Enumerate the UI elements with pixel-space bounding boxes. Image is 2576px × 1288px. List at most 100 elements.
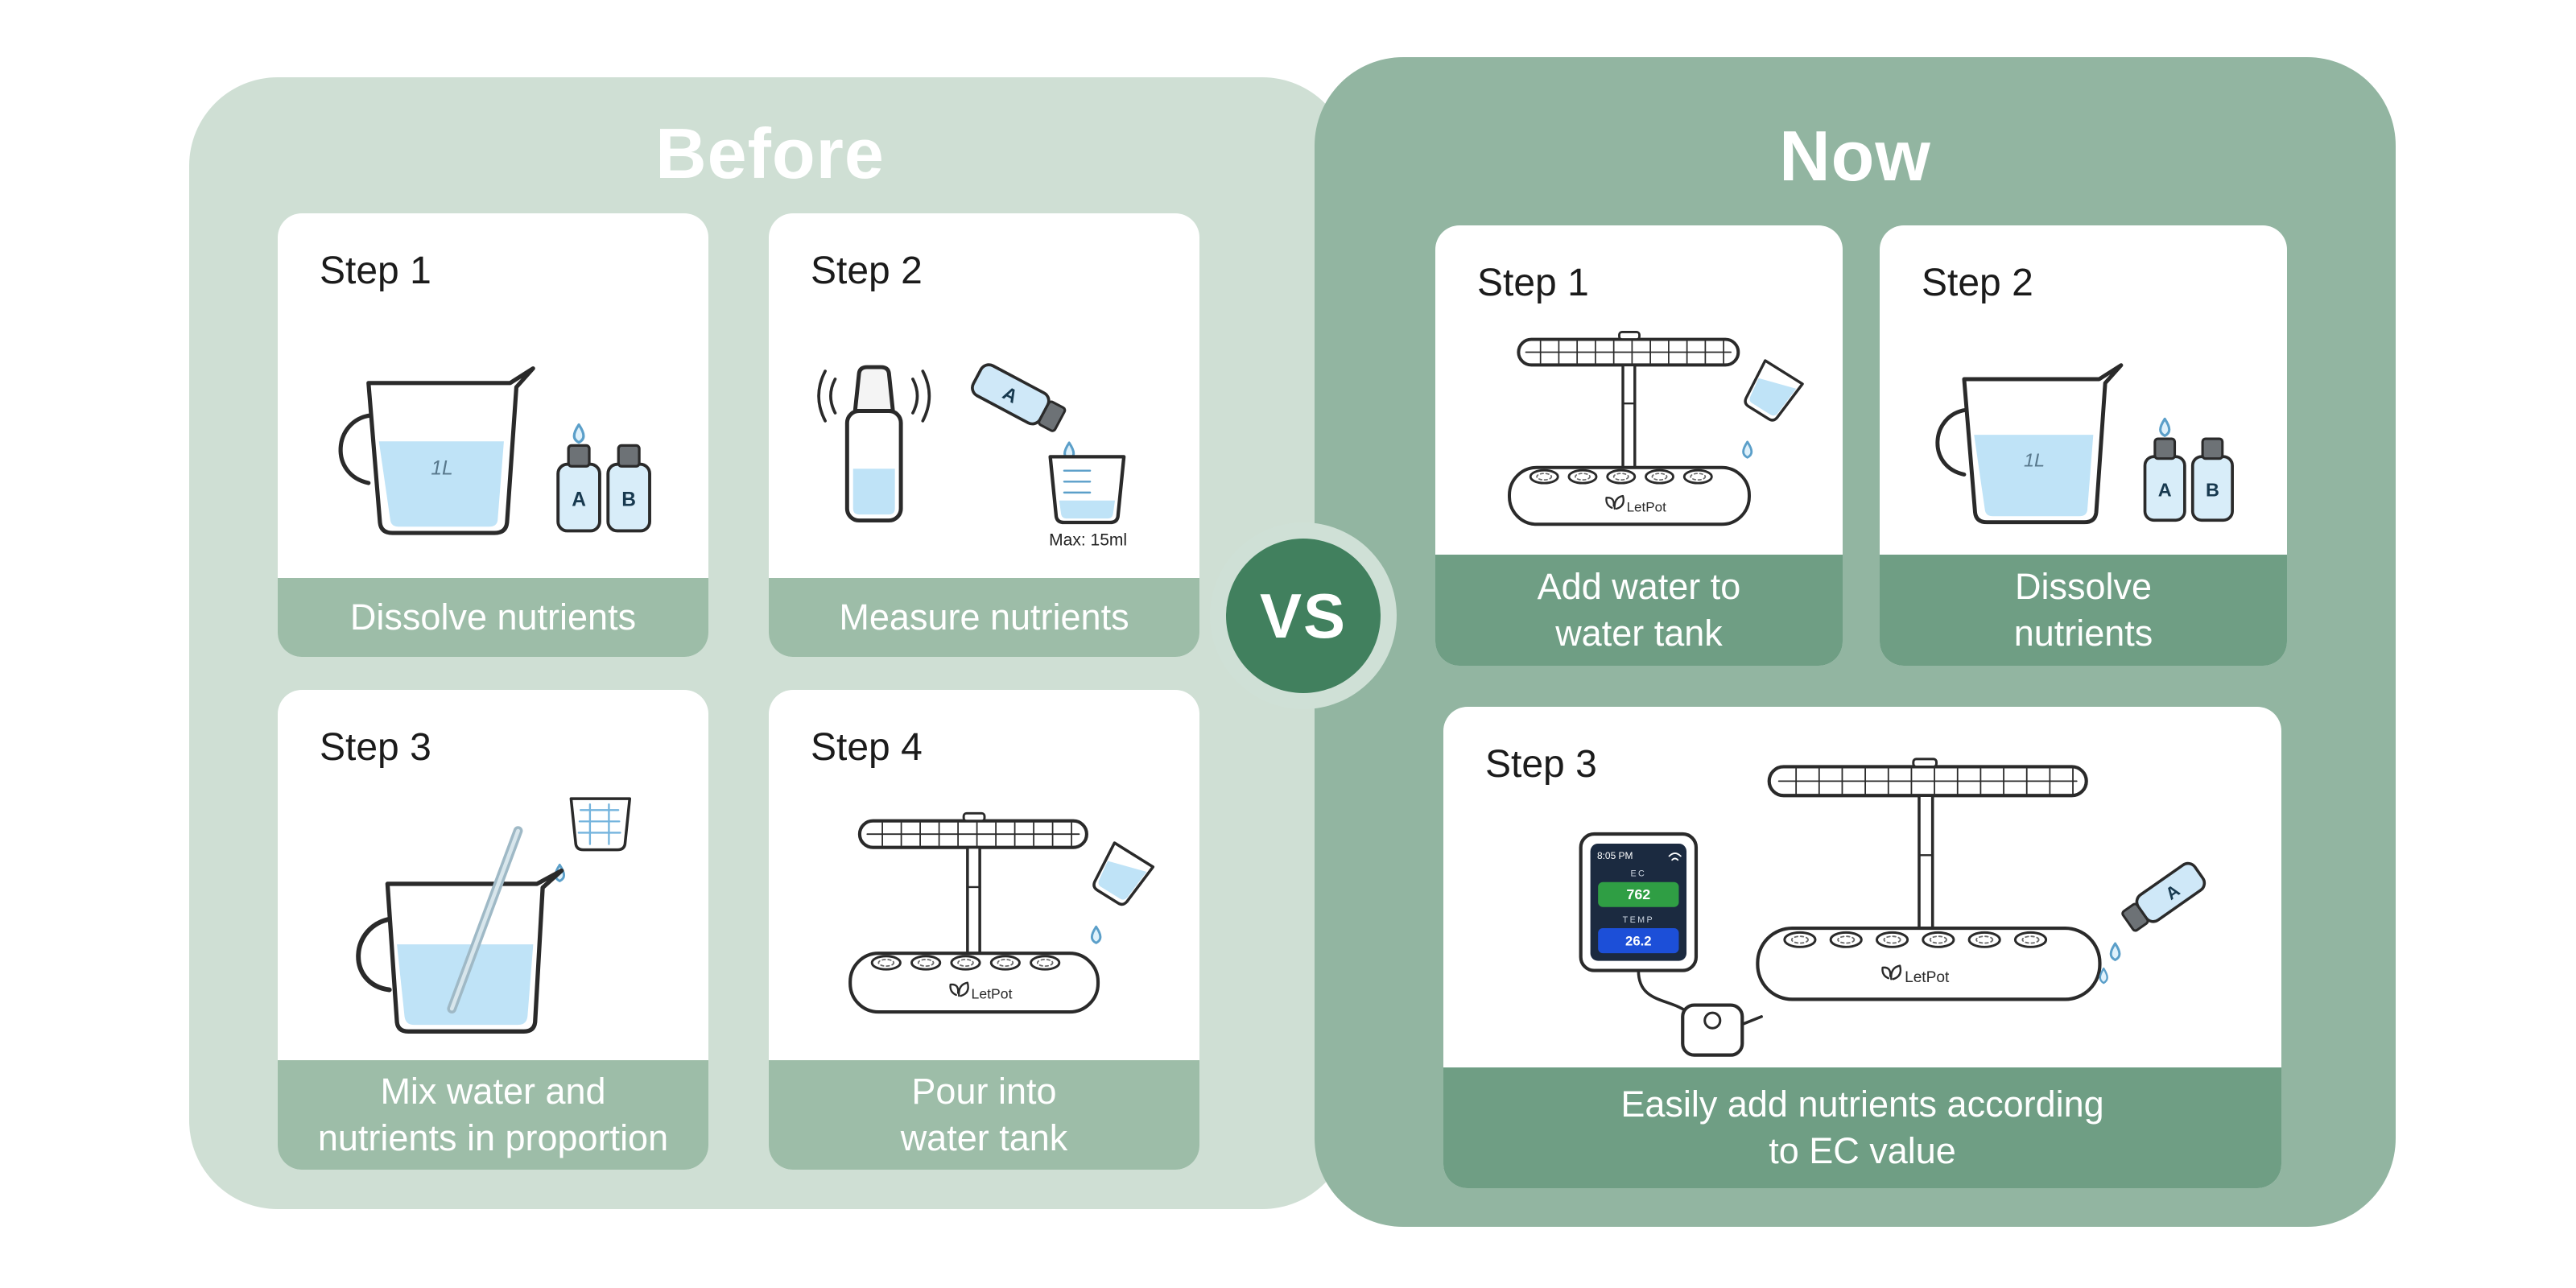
- now-step-1-card: Step 1: [1435, 225, 1843, 666]
- step-caption: Mix water and nutrients in proportion: [278, 1060, 708, 1170]
- brand-text: LetPot: [1626, 499, 1666, 514]
- controller: 8:05 PM EC 762 TEMP 26.2: [1579, 832, 1698, 972]
- dissolve-nutrients-illustration: 1L A B: [286, 300, 700, 576]
- pouring-cup: [1092, 840, 1154, 906]
- controller-cable: [1637, 968, 1692, 1017]
- now-step-3-card: Step 3: [1443, 707, 2281, 1188]
- svg-text:B: B: [2206, 479, 2219, 500]
- brand-mark: LetPot: [948, 980, 1012, 1001]
- measuring-cup: [1047, 455, 1125, 525]
- cup-scale-marks: [577, 803, 621, 845]
- jug-volume-label: 1L: [431, 457, 452, 479]
- svg-text:A: A: [2158, 479, 2172, 500]
- ec-value: 762: [1626, 886, 1650, 902]
- device-with-controller-icon: LetPot 8:05 PM EC 762 TEMP: [1579, 758, 2206, 1057]
- vs-badge: VS: [1210, 522, 1397, 709]
- before-step-4-card: Step 4: [769, 690, 1199, 1170]
- measure-nutrients-illustration: A Max: 15ml: [777, 300, 1191, 576]
- mix-water-illustration: [286, 774, 700, 1059]
- step-caption: Dissolve nutrients: [278, 578, 708, 657]
- bottle-a: A: [555, 444, 601, 532]
- max-volume-note: Max: 15ml: [1049, 530, 1127, 549]
- svg-text:A: A: [572, 489, 586, 510]
- jug-handle: [355, 916, 394, 993]
- grow-light: [1516, 330, 1740, 366]
- droplet-icon: [1741, 440, 1752, 459]
- add-water-illustration: LetPot: [1443, 311, 1835, 553]
- screen-time: 8:05 PM: [1596, 850, 1632, 861]
- shake-lines-right: [910, 369, 931, 423]
- step-caption: Measure nutrients: [769, 578, 1199, 657]
- shake-lines-left: [816, 369, 836, 423]
- droplet-icon-2: [2099, 967, 2108, 985]
- cup-scale-marks: [1063, 469, 1091, 494]
- step-label: Step 3: [320, 726, 431, 769]
- before-step-2-card: Step 2 A: [769, 213, 1199, 657]
- water-tank: LetPot: [1507, 465, 1751, 526]
- now-step-2-card: Step 2 1L A B: [1880, 225, 2287, 666]
- support-pole: [1620, 363, 1637, 471]
- measuring-cup: [569, 797, 631, 852]
- brand-mark: LetPot: [1880, 964, 1950, 986]
- svg-text:B: B: [621, 489, 636, 510]
- now-title: Now: [1779, 116, 1931, 196]
- jug-and-bottles-icon: 1L A B: [338, 365, 651, 535]
- step-label: Step 3: [1485, 743, 1597, 786]
- step-label: Step 1: [1477, 262, 1589, 304]
- water-tank: LetPot: [1755, 926, 2102, 1001]
- support-pole: [965, 845, 981, 956]
- step-caption: Dissolve nutrients: [1880, 555, 2287, 666]
- vs-label: VS: [1259, 580, 1348, 651]
- step-caption: Pour into water tank: [769, 1060, 1199, 1170]
- shake-and-measure-icon: A Max: 15ml: [816, 363, 1127, 549]
- pod-holes: [1529, 469, 1713, 485]
- grow-light: [1767, 758, 2088, 798]
- bottle-b: B: [605, 444, 651, 532]
- leaf-icon: [1880, 964, 1901, 980]
- ec-value-box: [1597, 881, 1678, 907]
- temp-value-box: [1597, 928, 1678, 954]
- before-step-3-card: Step 3 Mix water and nutrients in propor: [278, 690, 708, 1170]
- temp-value: 26.2: [1625, 934, 1652, 949]
- pod-holes: [1782, 931, 2047, 948]
- before-step-1-card: Step 1 1L A B: [278, 213, 708, 657]
- brand-mark: LetPot: [1604, 494, 1666, 514]
- pod-holes: [870, 954, 1060, 971]
- step-label: Step 2: [811, 250, 923, 292]
- ec-label: EC: [1630, 869, 1646, 879]
- vs-circle: VS: [1226, 539, 1381, 693]
- pour-into-tank-illustration: LetPot: [777, 774, 1191, 1059]
- droplet-icon: [1090, 925, 1101, 944]
- step-label: Step 4: [811, 726, 923, 769]
- jug-and-bottles-icon: 1L A B: [1935, 362, 2234, 524]
- pod-hole-caps: [1535, 472, 1706, 481]
- nutrient-bottle-a: A: [2120, 861, 2206, 932]
- water-tank: LetPot: [848, 951, 1100, 1013]
- step-caption: Add water to water tank: [1435, 555, 1843, 666]
- temp-label: TEMP: [1622, 915, 1653, 925]
- step-label: Step 2: [1922, 262, 2033, 304]
- hydroponic-device-icon: LetPot: [1507, 330, 1804, 526]
- jug-handle: [1935, 407, 1968, 477]
- bottle-b: B: [2190, 436, 2234, 522]
- before-panel: Before Step 1 1L A: [189, 77, 1351, 1209]
- stir-rod-highlight: [449, 828, 520, 1011]
- wifi-icon: [1668, 852, 1682, 861]
- pod-hole-caps: [877, 958, 1053, 967]
- step-caption: Easily add nutrients according to EC val…: [1443, 1067, 2281, 1188]
- jug-volume-label: 1L: [2024, 449, 2045, 470]
- dosing-pump: [1680, 1003, 1763, 1057]
- bottle-a: A: [2143, 436, 2186, 522]
- jug-water: [1974, 434, 2094, 516]
- now-panel: Now Step 1: [1315, 57, 2396, 1227]
- brand-text: LetPot: [1905, 969, 1950, 986]
- droplet-icon: [572, 423, 585, 444]
- dissolve-nutrients-illustration: 1L A B: [1888, 311, 2279, 553]
- pod-hole-caps: [1790, 935, 2040, 944]
- brand-text: LetPot: [971, 985, 1012, 1001]
- droplet-icon: [2159, 417, 2171, 437]
- ec-dosing-illustration: LetPot 8:05 PM EC 762 TEMP: [1516, 736, 2252, 1066]
- droplet-icon: [2109, 942, 2120, 961]
- pouring-cup: [1743, 358, 1804, 422]
- shaking-bottle: [816, 365, 931, 523]
